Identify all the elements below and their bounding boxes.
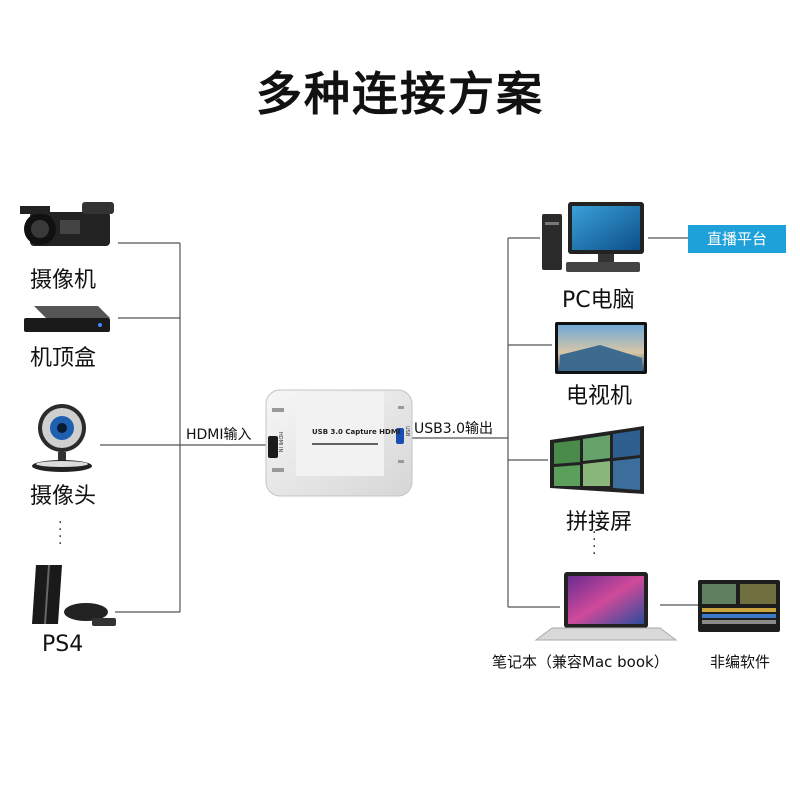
page-title: 多种连接方案 bbox=[256, 67, 544, 121]
streaming-platform-badge: 直播平台 bbox=[688, 225, 786, 253]
tv-icon bbox=[555, 322, 647, 374]
camcorder-label: 摄像机 bbox=[30, 268, 97, 293]
laptop-label: 笔记本（兼容Mac book） bbox=[492, 653, 669, 671]
settop-box-icon bbox=[24, 306, 110, 332]
webcam-label: 摄像头 bbox=[30, 484, 97, 509]
settop-label: 机顶盒 bbox=[30, 346, 97, 371]
camcorder-icon bbox=[20, 202, 114, 246]
capture-device-icon bbox=[265, 389, 413, 497]
ps4-icon bbox=[32, 565, 116, 626]
usb-output-label: USB3.0输出 bbox=[414, 421, 494, 437]
more-outputs-ellipsis: ···· bbox=[592, 525, 597, 562]
webcam-icon bbox=[32, 404, 92, 472]
pc-icon bbox=[542, 202, 644, 272]
editing-software-label: 非编软件 bbox=[710, 653, 771, 671]
device-hdmi-side-text: HDMI IN bbox=[277, 432, 283, 453]
device-usb-side-text: USB bbox=[404, 426, 410, 437]
more-inputs-ellipsis: ···· bbox=[58, 515, 63, 552]
videowall-label: 拼接屏 bbox=[566, 510, 633, 535]
tv-label: 电视机 bbox=[566, 384, 633, 409]
output-connector-lines bbox=[412, 237, 698, 608]
laptop-icon bbox=[534, 572, 678, 641]
input-connector-lines bbox=[100, 242, 266, 613]
device-name-text: USB 3.0 Capture HDMI bbox=[312, 428, 401, 436]
hdmi-input-label: HDMI输入 bbox=[186, 427, 252, 443]
editing-software-icon bbox=[698, 580, 780, 632]
videowall-icon bbox=[550, 426, 644, 494]
ps4-label: PS4 bbox=[42, 632, 84, 657]
pc-label: PC电脑 bbox=[562, 288, 635, 313]
